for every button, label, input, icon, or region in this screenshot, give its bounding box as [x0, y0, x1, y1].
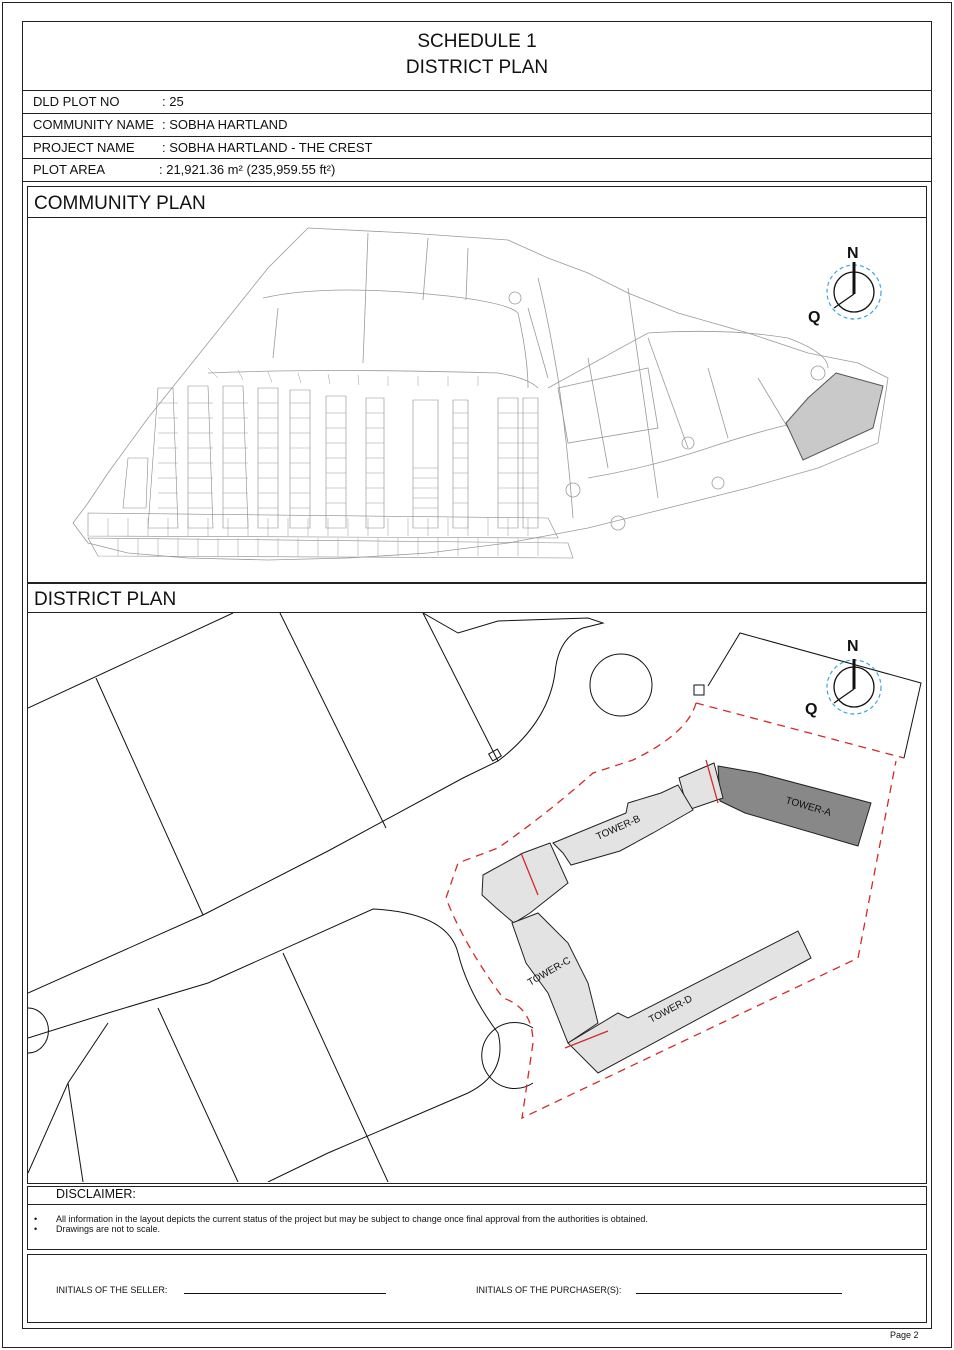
disclaimer-divider: [27, 1204, 927, 1205]
district-plan-map: TOWER-A TOWER-B TOWER-C TOWER-D N Q: [28, 613, 922, 1182]
info-value: : 25: [162, 94, 184, 109]
compass-n-label: N: [847, 245, 859, 262]
tower-d-shape: [567, 930, 812, 1074]
info-label: PROJECT NAME: [33, 140, 135, 155]
tower-c-shape: [511, 912, 599, 1044]
district-plan-section: [27, 582, 927, 1184]
disclaimer-item: All information in the layout depicts th…: [56, 1214, 648, 1224]
section-divider: [27, 612, 927, 613]
info-value: : SOBHA HARTLAND - THE CREST: [162, 140, 373, 155]
info-label: COMMUNITY NAME: [33, 117, 155, 132]
compass-n-label: N: [847, 638, 859, 655]
compass-q-label: Q: [808, 309, 820, 326]
info-row-plot-area: PLOT AREA : 21,921.36 m² (235,959.55 ft²…: [22, 159, 932, 182]
bullet-icon: •: [34, 1224, 38, 1234]
bullet-icon: •: [34, 1214, 38, 1224]
plot-boundary: [445, 702, 897, 1120]
info-row-plot-no: DLD PLOT NO : 25: [22, 91, 932, 114]
info-label: PLOT AREA: [33, 162, 106, 177]
compass-north-icon: [826, 659, 882, 715]
disclaimer-heading: DISCLAIMER:: [56, 1187, 136, 1201]
purchaser-initials-line[interactable]: [636, 1293, 842, 1294]
info-row-project-name: PROJECT NAME : SOBHA HARTLAND - THE CRES…: [22, 137, 932, 159]
lot-grid: [87, 385, 574, 559]
document-header: SCHEDULE 1 DISTRICT PLAN: [22, 21, 932, 91]
info-row-community-name: COMMUNITY NAME : SOBHA HARTLAND: [22, 114, 932, 137]
disclaimer-box: [27, 1186, 927, 1250]
community-plan-title: COMMUNITY PLAN: [34, 193, 206, 214]
community-plan-section: [27, 186, 927, 584]
disclaimer-item: Drawings are not to scale.: [56, 1224, 161, 1234]
highlighted-plot: [785, 372, 884, 461]
seller-initials-line[interactable]: [184, 1293, 386, 1294]
section-divider: [27, 217, 927, 218]
document-frame: [22, 21, 932, 1329]
compass-north-icon: [826, 262, 882, 320]
community-plan-map: N Q: [72, 227, 889, 561]
schedule-title: SCHEDULE 1: [417, 31, 537, 52]
compass-q-label: Q: [805, 701, 817, 718]
info-label: DLD PLOT NO: [33, 94, 120, 109]
tower-a-shape: [717, 765, 872, 847]
signature-box: [27, 1254, 927, 1323]
document-title: DISTRICT PLAN: [405, 57, 549, 78]
page-number: Page 2: [890, 1330, 919, 1340]
district-plan-title: DISTRICT PLAN: [34, 589, 177, 610]
tower-b-shape: [552, 784, 694, 866]
info-value: : SOBHA HARTLAND: [162, 117, 288, 132]
info-value: : 21,921.36 m² (235,959.55 ft²): [159, 162, 336, 177]
purchaser-initials-label: INITIALS OF THE PURCHASER(S):: [476, 1285, 622, 1295]
seller-initials-label: INITIALS OF THE SELLER:: [56, 1285, 168, 1295]
